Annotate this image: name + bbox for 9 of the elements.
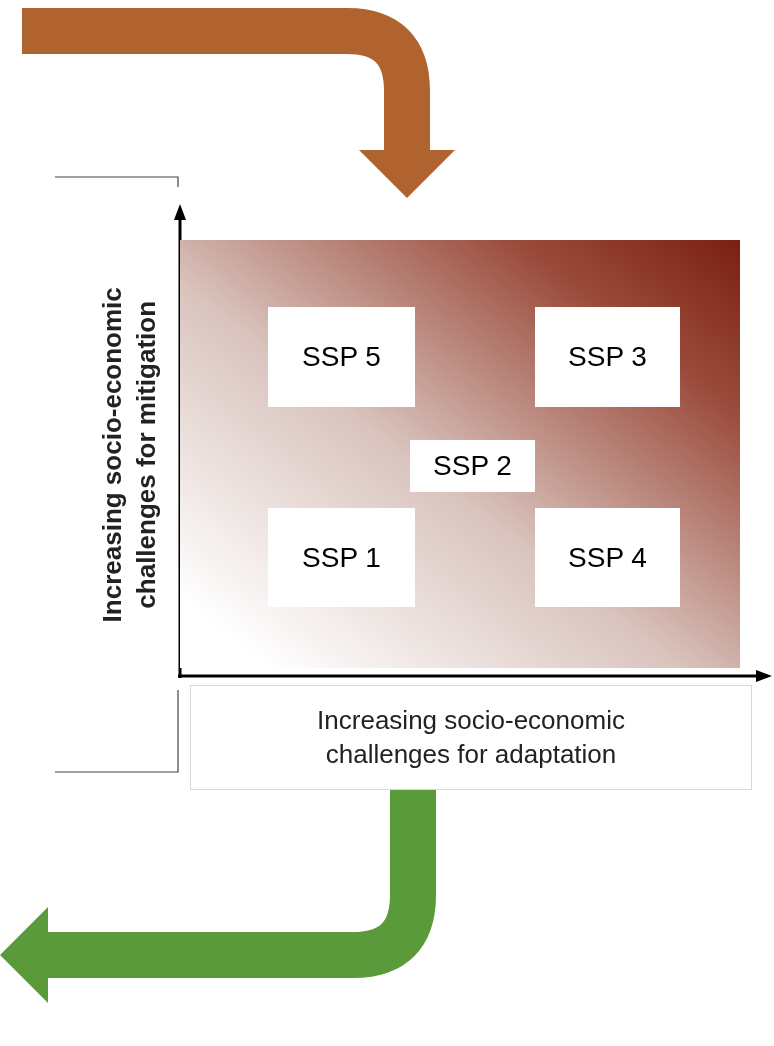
axis-label-box: Increasing socio-economic challenges for adaptation	[190, 685, 752, 790]
axis-label: Increasing socio-economic challenges for mitigation	[96, 286, 162, 625]
scenario-box: SSP 2	[410, 440, 535, 492]
curved-arrow	[22, 8, 455, 198]
scenario-box: SSP 4	[535, 508, 680, 607]
scenario-box: SSP 1	[268, 508, 415, 607]
chart-panel	[180, 240, 740, 668]
scenario-box: SSP 3	[535, 307, 680, 407]
scenario-box: SSP 5	[268, 307, 415, 407]
